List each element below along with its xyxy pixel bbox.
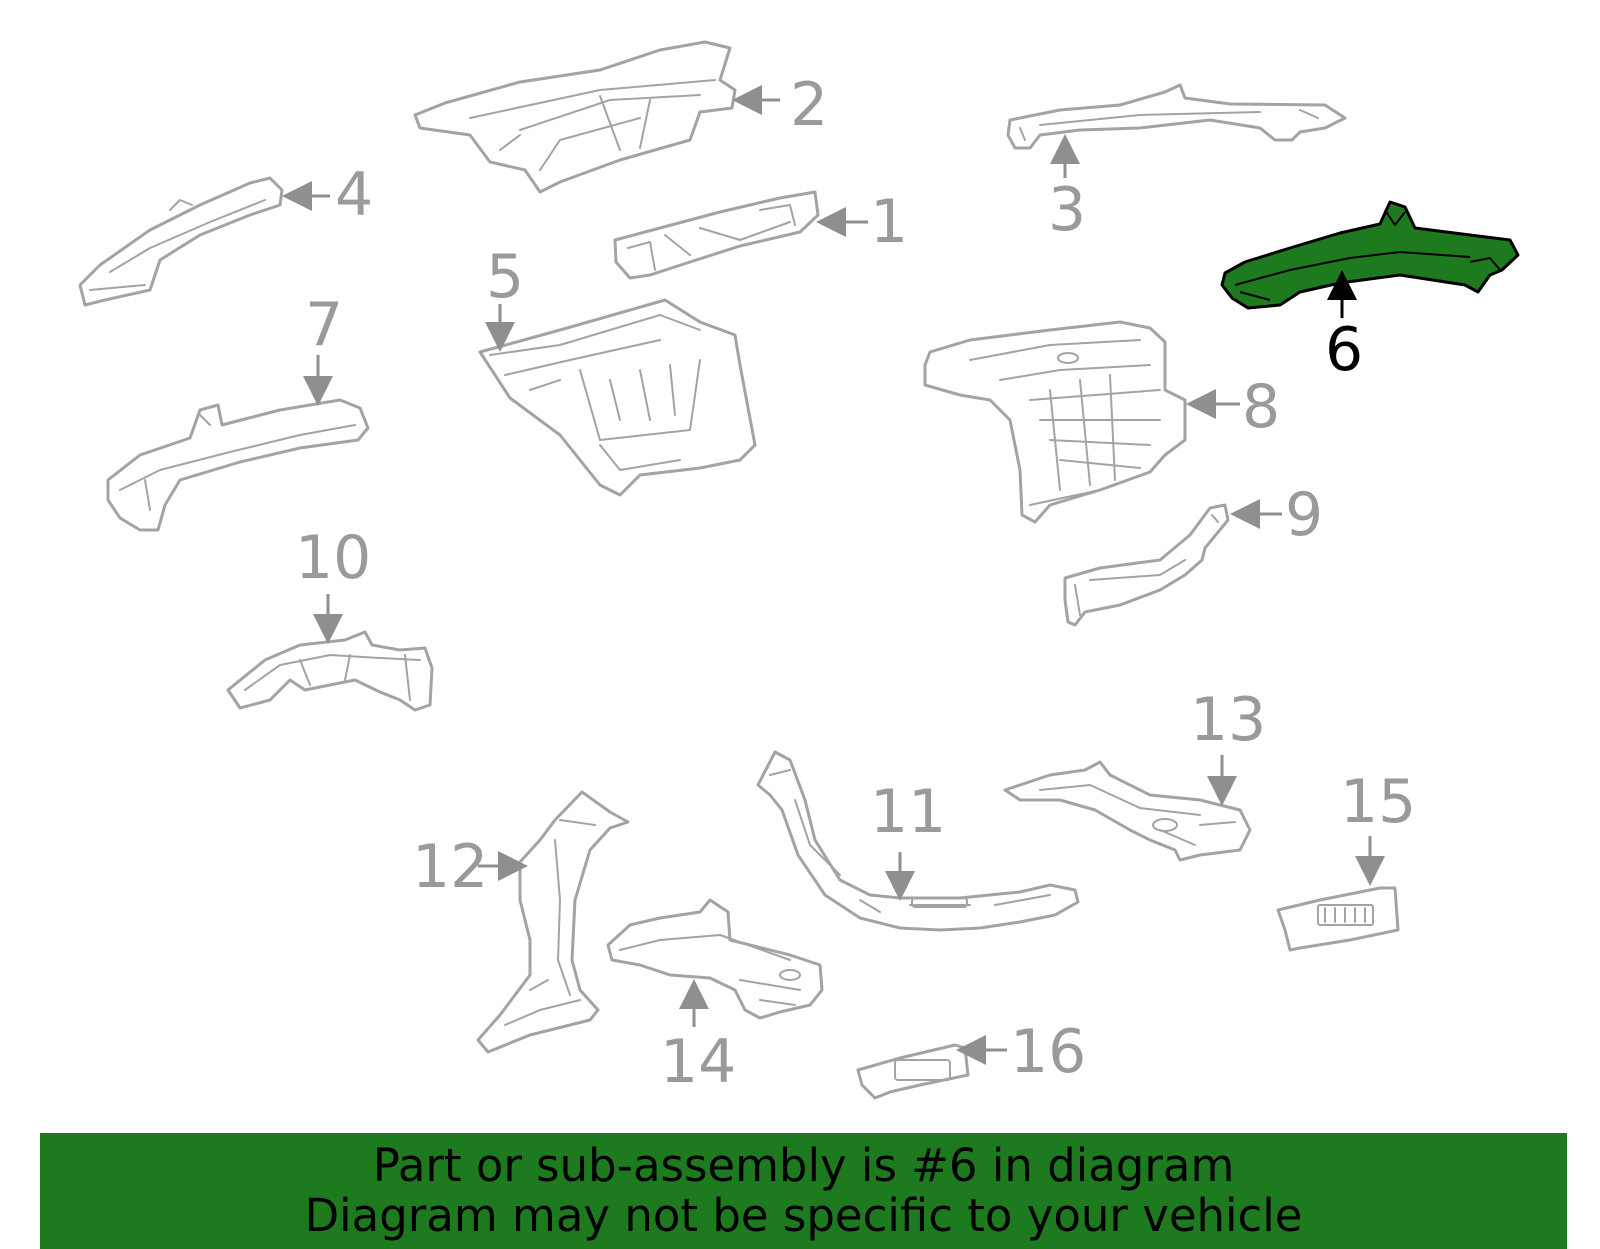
- part-12-duct[interactable]: [476, 790, 630, 1054]
- callout-8: 8: [1242, 372, 1280, 442]
- part-3-duct[interactable]: [1006, 83, 1347, 150]
- part-4-duct[interactable]: [78, 176, 284, 307]
- info-banner: Part or sub-assembly is #6 in diagram Di…: [40, 1133, 1567, 1249]
- callout-6: 6: [1325, 315, 1363, 385]
- banner-line-2: Diagram may not be specific to your vehi…: [304, 1189, 1303, 1242]
- callout-15: 15: [1340, 767, 1416, 837]
- part-1-duct[interactable]: [613, 190, 820, 280]
- banner-line-1: Part or sub-assembly is #6 in diagram: [372, 1139, 1235, 1192]
- callout-1: 1: [870, 187, 908, 257]
- callout-9: 9: [1285, 480, 1323, 550]
- callout-4: 4: [335, 160, 373, 230]
- callout-2: 2: [790, 70, 828, 140]
- callout-14: 14: [660, 1027, 736, 1097]
- part-2-duct[interactable]: [413, 40, 737, 194]
- callout-7: 7: [305, 290, 343, 360]
- callout-5: 5: [486, 242, 524, 312]
- part-7-duct[interactable]: [106, 398, 370, 532]
- part-9-bracket[interactable]: [1063, 503, 1230, 627]
- part-15-grille[interactable]: [1276, 886, 1400, 952]
- callout-3: 3: [1048, 175, 1086, 245]
- leader-lines: [282, 85, 1385, 1065]
- callout-16: 16: [1010, 1017, 1086, 1087]
- part-10-duct[interactable]: [226, 630, 434, 712]
- callout-10: 10: [295, 523, 371, 593]
- callout-11: 11: [870, 777, 946, 847]
- part-8-housing[interactable]: [923, 320, 1187, 524]
- callout-labels: 2 1 3 4 5 6 7 8 9 10 11 12 13 14 15 16: [295, 70, 1416, 1097]
- part-14-duct[interactable]: [606, 898, 824, 1020]
- part-11-duct[interactable]: [756, 750, 1080, 932]
- part-16-grille[interactable]: [856, 1043, 970, 1100]
- callout-12: 12: [412, 832, 488, 902]
- part-13-duct[interactable]: [1003, 760, 1252, 862]
- callout-13: 13: [1190, 685, 1266, 755]
- part-6-duct-highlighted[interactable]: [1220, 200, 1520, 310]
- part-5-housing[interactable]: [478, 298, 757, 497]
